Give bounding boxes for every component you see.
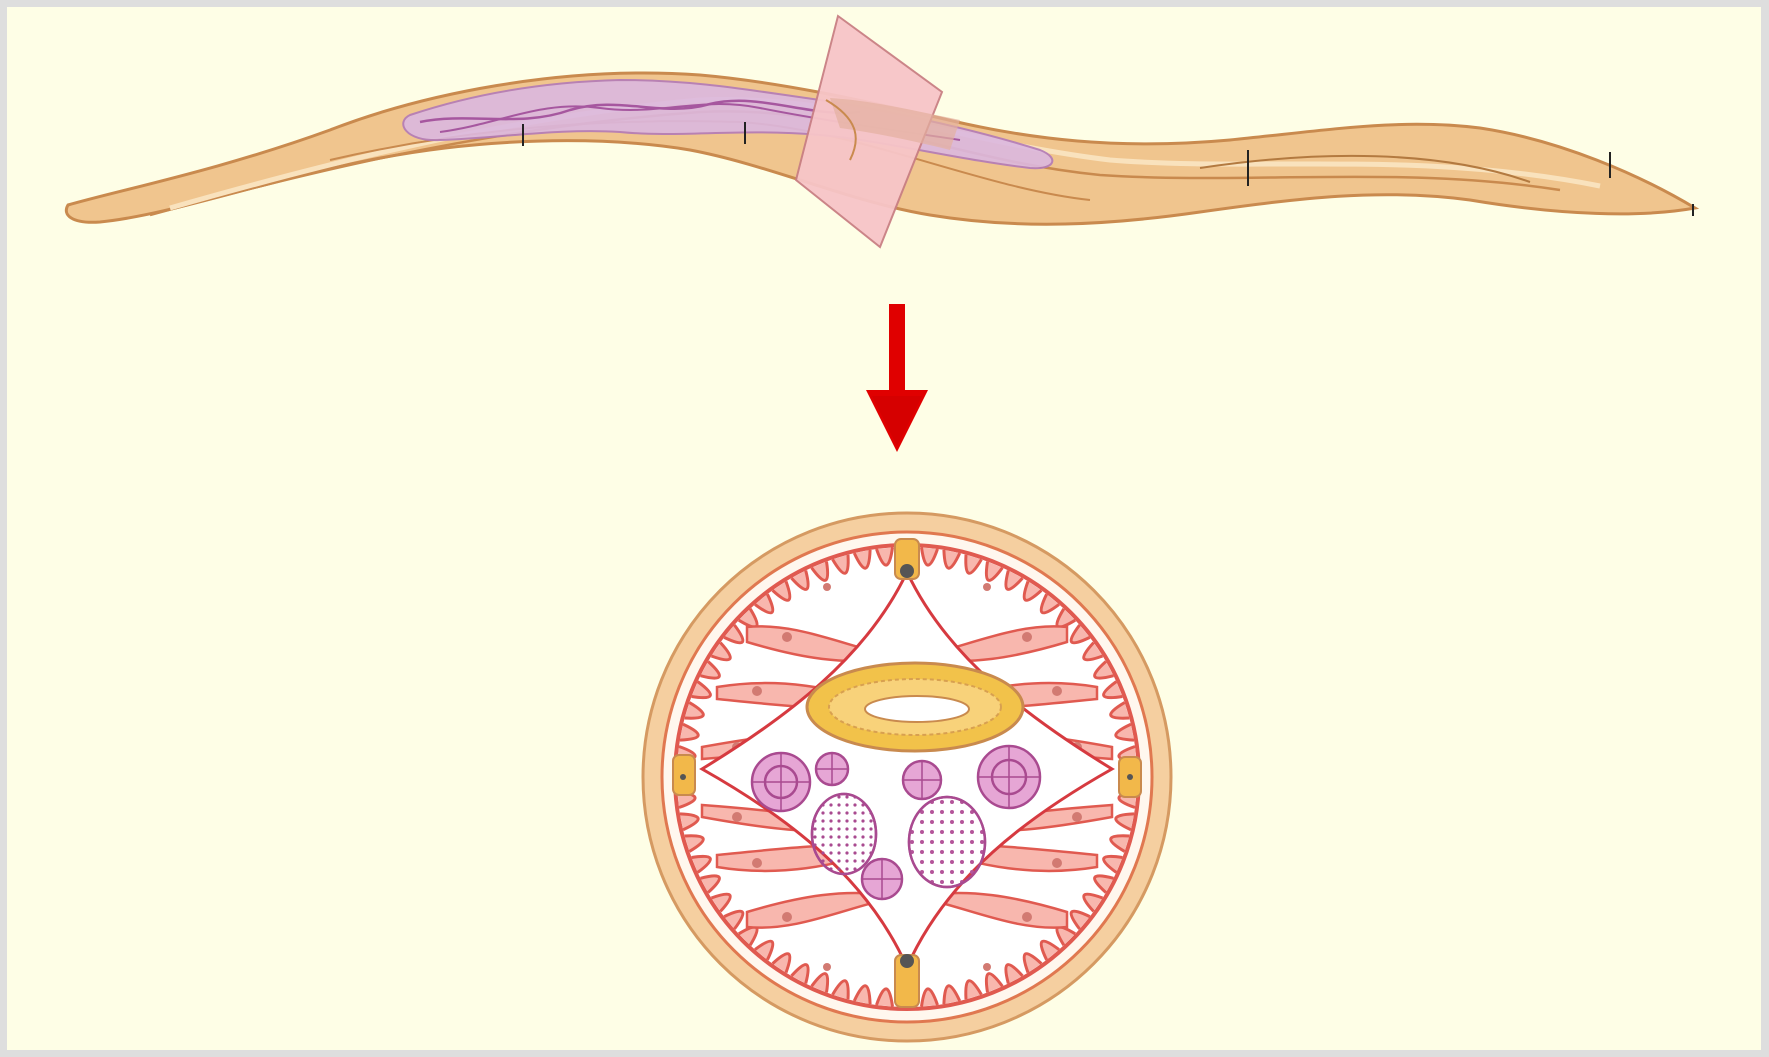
down-arrow-icon xyxy=(866,304,928,452)
cross-section-icon xyxy=(643,513,1171,1041)
intestine xyxy=(807,663,1023,751)
